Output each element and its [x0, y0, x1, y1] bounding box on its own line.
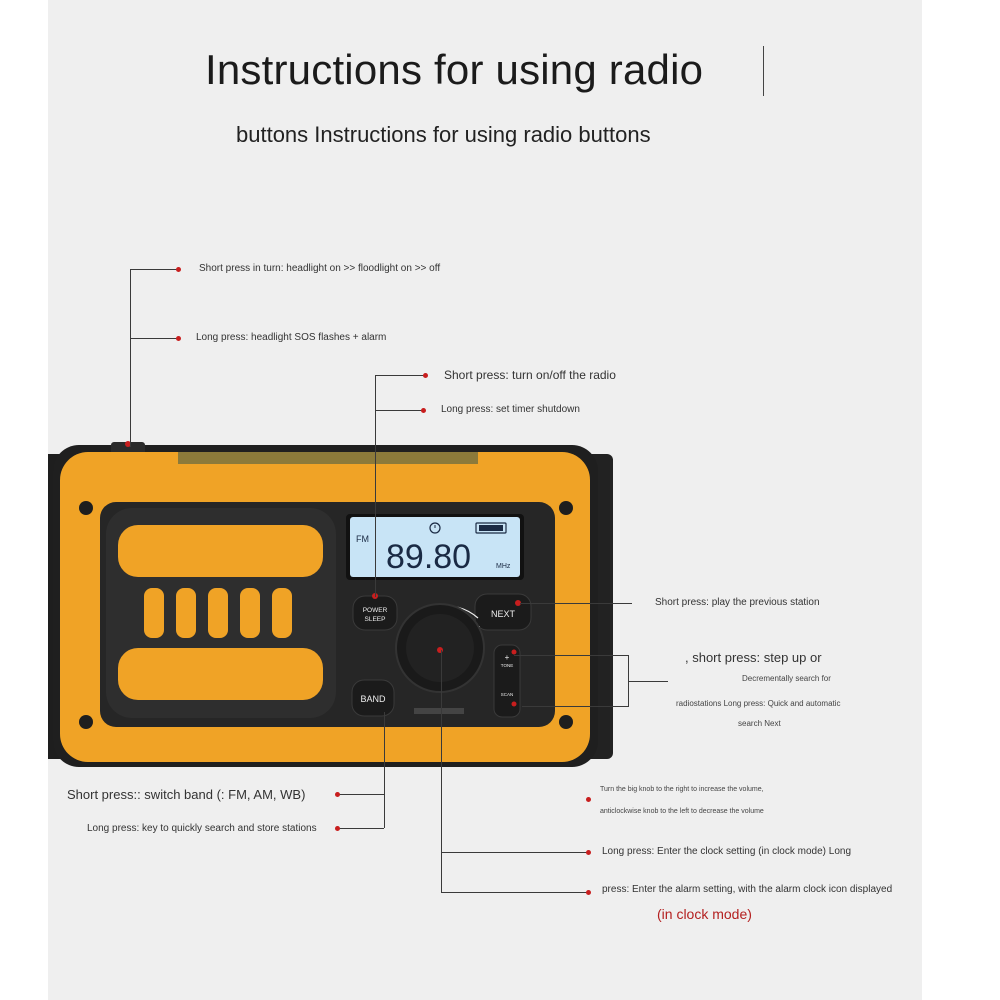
tone-search-note: Decrementally search for [742, 674, 831, 683]
tone-label: TONE [501, 663, 513, 668]
scan-long-press-note: radiostations Long press: Quick and auto… [676, 699, 841, 708]
speaker-grille-bottom [118, 648, 323, 700]
headlight-long-press-note: Long press: headlight SOS flashes + alar… [196, 332, 386, 343]
knob-volume-note-2: anticlockwise knob to the left to decrea… [600, 808, 764, 815]
sleep-label: SLEEP [365, 616, 386, 623]
page-title: Instructions for using radio [205, 46, 703, 94]
next-short-press-note: Short press: play the previous station [655, 597, 820, 608]
knob-clock-note: Long press: Enter the clock setting (in … [602, 846, 851, 857]
clock-mode-note: (in clock mode) [657, 906, 752, 922]
radio-illustration: FM 89.80 MHz POWER SLEEP NEXT BAND − + +… [48, 440, 628, 770]
tone-plus: + [505, 653, 510, 662]
knob-volume-note-1: Turn the big knob to the right to increa… [600, 786, 764, 793]
next-label: NEXT [491, 609, 516, 619]
band-short-press-note: Short press:: switch band (: FM, AM, WB) [67, 787, 305, 802]
title-divider [763, 46, 764, 96]
search-next-note: search Next [738, 719, 781, 728]
page-subtitle: buttons Instructions for using radio but… [236, 122, 651, 148]
power-label: POWER [363, 607, 388, 614]
lcd-unit: MHz [496, 563, 511, 570]
tone-short-press-note: , short press: step up or [685, 650, 822, 665]
scan-label: SCAN [501, 692, 514, 697]
lcd-band: FM [356, 534, 369, 544]
headlight-short-press-note: Short press in turn: headlight on >> flo… [199, 263, 440, 274]
band-long-press-note: Long press: key to quickly search and st… [87, 823, 317, 834]
speaker-grille-top [118, 525, 323, 577]
knob-alarm-note: press: Enter the alarm setting, with the… [602, 884, 892, 895]
power-long-press-note: Long press: set timer shutdown [441, 404, 580, 415]
power-short-press-note: Short press: turn on/off the radio [444, 368, 616, 382]
lcd-frequency: 89.80 [386, 538, 471, 576]
band-label: BAND [360, 694, 386, 704]
